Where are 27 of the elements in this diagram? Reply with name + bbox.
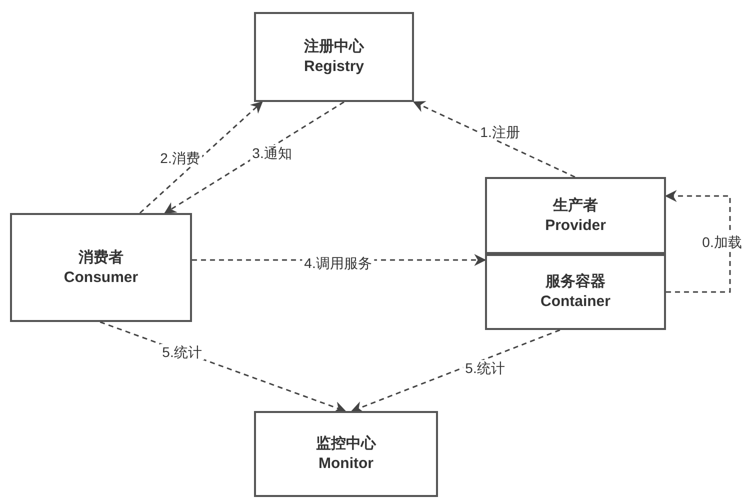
component-name-zh: 监控中心 xyxy=(316,434,376,454)
component-name-en: Registry xyxy=(304,57,364,77)
dashed-arrow xyxy=(350,329,560,413)
component-box xyxy=(10,213,192,322)
component-name-zh: 服务容器 xyxy=(546,272,606,292)
component-name-en: Consumer xyxy=(64,268,138,288)
dashed-arrow xyxy=(164,101,344,214)
edge-label: 0.加载 xyxy=(700,234,744,250)
component-name-zh: 生产者 xyxy=(553,196,598,216)
component-name-en: Monitor xyxy=(318,454,374,474)
component-name-zh: 注册中心 xyxy=(304,37,364,57)
component-box xyxy=(254,12,414,102)
edge-label: 3.通知 xyxy=(250,145,294,161)
edge-label: 2.消费 xyxy=(158,150,202,166)
dashed-arrow xyxy=(664,190,731,293)
edge-label: 1.注册 xyxy=(478,124,522,140)
component-name-en: Container xyxy=(540,292,610,312)
dashed-arrow xyxy=(412,101,576,178)
dashed-arrow xyxy=(139,101,263,214)
component-box xyxy=(485,254,666,330)
edge-label: 5.统计 xyxy=(160,344,204,360)
component-name-en: Provider xyxy=(545,216,606,236)
edge-label: 4.调用服务 xyxy=(302,255,374,271)
edge-label: 5.统计 xyxy=(463,360,507,376)
component-box xyxy=(485,177,666,254)
component-box xyxy=(254,411,438,497)
component-name-zh: 消费者 xyxy=(78,248,124,268)
